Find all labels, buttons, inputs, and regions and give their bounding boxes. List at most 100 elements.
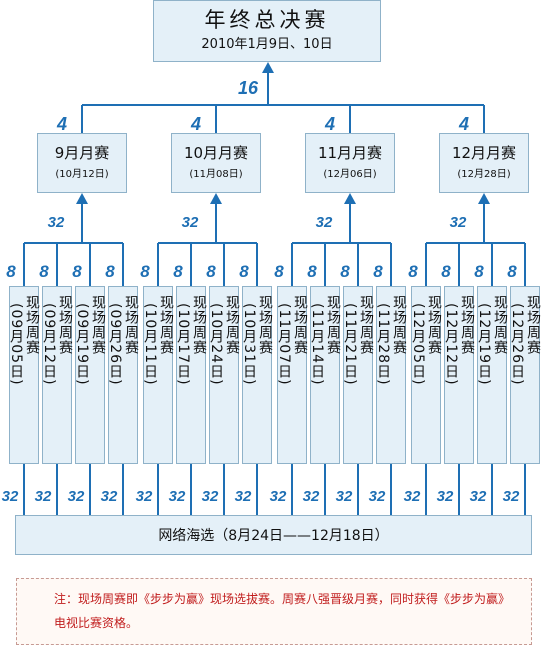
online-to-weekly-count: 32 <box>100 488 118 505</box>
weekly-name: 现场周赛 <box>325 295 341 355</box>
weekly-label: 现场周赛(10月31日) <box>241 295 273 386</box>
weekly-box: 现场周赛(11月07日) <box>276 286 308 464</box>
weekly-box: 现场周赛(11月28日) <box>375 286 407 464</box>
weekly-box: 现场周赛(09月05日) <box>8 286 40 464</box>
weekly-name: 现场周赛 <box>525 295 541 355</box>
weekly-box: 现场周赛(09月12日) <box>41 286 73 464</box>
weekly-box: 现场周赛(11月14日) <box>309 286 341 464</box>
weekly-box: 现场周赛(09月26日) <box>107 286 139 464</box>
weekly-qualify-count: 8 <box>274 262 284 281</box>
online-to-weekly-count: 32 <box>302 488 320 505</box>
weekly-to-monthly-count: 32 <box>47 214 65 231</box>
weekly-qualify-count: 8 <box>39 262 49 281</box>
weekly-name: 现场周赛 <box>292 295 308 355</box>
weekly-qualify-count: 8 <box>6 262 16 281</box>
monthly-date: (10月12日) <box>55 169 109 180</box>
weekly-label: 现场周赛(12月26日) <box>509 295 541 386</box>
online-to-weekly-count: 32 <box>469 488 487 505</box>
online-to-weekly-count: 32 <box>234 488 252 505</box>
weekly-date: (10月17日) <box>175 303 191 386</box>
online-to-weekly-count: 32 <box>335 488 353 505</box>
weekly-date: (11月07日) <box>276 303 292 386</box>
weekly-qualify-count: 8 <box>72 262 82 281</box>
online-to-weekly-count: 32 <box>403 488 421 505</box>
monthly-box: 12月月赛(12月28日) <box>439 133 529 193</box>
weekly-box: 现场周赛(12月12日) <box>443 286 475 464</box>
monthly-box: 11月月赛(12月06日) <box>305 133 395 193</box>
note-box: 注：现场周赛即《步步为赢》现场选拔赛。周赛八强晋级月赛，同时获得《步步为赢》电视… <box>16 578 532 645</box>
monthly-qualify-count: 4 <box>190 114 202 134</box>
weekly-box: 现场周赛(10月17日) <box>175 286 207 464</box>
weekly-name: 现场周赛 <box>492 295 508 355</box>
online-to-weekly-count: 32 <box>201 488 219 505</box>
weekly-qualify-count: 8 <box>140 262 150 281</box>
monthly-arrow <box>478 193 490 204</box>
weekly-qualify-count: 8 <box>173 262 183 281</box>
weekly-date: (11月14日) <box>309 303 325 386</box>
weekly-label: 现场周赛(09月05日) <box>8 295 40 386</box>
weekly-to-monthly-count: 32 <box>315 214 333 231</box>
weekly-box: 现场周赛(11月21日) <box>342 286 374 464</box>
weekly-name: 现场周赛 <box>57 295 73 355</box>
monthly-qualify-count: 4 <box>324 114 336 134</box>
weekly-to-monthly-count: 32 <box>449 214 467 231</box>
note-text: 注：现场周赛即《步步为赢》现场选拔赛。周赛八强晋级月赛，同时获得《步步为赢》电视… <box>54 592 511 630</box>
monthly-qualify-count: 4 <box>56 114 68 134</box>
weekly-label: 现场周赛(09月12日) <box>41 295 73 386</box>
weekly-name: 现场周赛 <box>224 295 240 355</box>
weekly-label: 现场周赛(10月24日) <box>208 295 240 386</box>
weekly-box: 现场周赛(10月11日) <box>142 286 174 464</box>
online-to-weekly-count: 32 <box>67 488 85 505</box>
weekly-name: 现场周赛 <box>24 295 40 355</box>
weekly-date: (11月28日) <box>375 303 391 386</box>
weekly-date: (10月11日) <box>142 303 158 386</box>
weekly-date: (09月05日) <box>8 303 24 386</box>
weekly-date: (12月19日) <box>476 303 492 386</box>
weekly-label: 现场周赛(09月19日) <box>74 295 106 386</box>
online-to-weekly-count: 32 <box>1 488 19 505</box>
weekly-box: 现场周赛(09月19日) <box>74 286 106 464</box>
weekly-date: (10月31日) <box>241 303 257 386</box>
monthly-name: 10月月赛 <box>183 144 249 162</box>
weekly-qualify-count: 8 <box>105 262 115 281</box>
final-title: 年终总决赛 <box>204 8 330 32</box>
weekly-label: 现场周赛(11月21日) <box>342 295 374 386</box>
weekly-label: 现场周赛(12月05日) <box>410 295 442 386</box>
weekly-box: 现场周赛(10月24日) <box>208 286 240 464</box>
online-to-weekly-count: 32 <box>269 488 287 505</box>
weekly-box: 现场周赛(12月05日) <box>410 286 442 464</box>
weekly-name: 现场周赛 <box>391 295 407 355</box>
weekly-label: 现场周赛(12月12日) <box>443 295 475 386</box>
monthly-name: 9月月赛 <box>54 144 110 162</box>
weekly-name: 现场周赛 <box>426 295 442 355</box>
weekly-date: (12月26日) <box>509 303 525 386</box>
weekly-date: (09月26日) <box>107 303 123 386</box>
weekly-qualify-count: 8 <box>507 262 517 281</box>
online-to-weekly-count: 32 <box>135 488 153 505</box>
online-to-weekly-count: 32 <box>34 488 52 505</box>
weekly-qualify-count: 8 <box>373 262 383 281</box>
weekly-date: (12月12日) <box>443 303 459 386</box>
weekly-name: 现场周赛 <box>123 295 139 355</box>
weekly-qualify-count: 8 <box>408 262 418 281</box>
weekly-name: 现场周赛 <box>358 295 374 355</box>
online-to-weekly-count: 32 <box>368 488 386 505</box>
monthly-qualify-count: 4 <box>458 114 470 134</box>
monthly-date: (12月28日) <box>457 169 511 180</box>
weekly-qualify-count: 8 <box>474 262 484 281</box>
monthly-date: (12月06日) <box>323 169 377 180</box>
final-arrow <box>262 62 274 73</box>
weekly-to-monthly-count: 32 <box>181 214 199 231</box>
weekly-date: (09月19日) <box>74 303 90 386</box>
weekly-qualify-count: 8 <box>239 262 249 281</box>
weekly-date: (09月12日) <box>41 303 57 386</box>
final-date: 2010年1月9日、10日 <box>201 37 333 52</box>
weekly-label: 现场周赛(11月28日) <box>375 295 407 386</box>
weekly-box: 现场周赛(12月19日) <box>476 286 508 464</box>
weekly-label: 现场周赛(10月17日) <box>175 295 207 386</box>
weekly-name: 现场周赛 <box>191 295 207 355</box>
weekly-name: 现场周赛 <box>158 295 174 355</box>
weekly-box: 现场周赛(10月31日) <box>241 286 273 464</box>
